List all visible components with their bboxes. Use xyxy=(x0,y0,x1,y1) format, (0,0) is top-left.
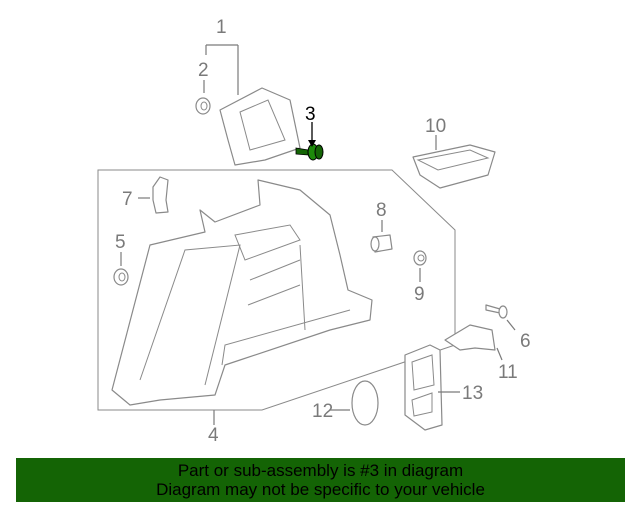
callout-10: 10 xyxy=(425,116,446,137)
leader-lines xyxy=(120,44,516,425)
banner-line-part-number: Part or sub-assembly is #3 in diagram xyxy=(177,461,464,480)
part-12-cover[interactable] xyxy=(351,380,379,426)
part-9-grommet[interactable] xyxy=(413,250,427,266)
callout-13: 13 xyxy=(462,383,483,404)
banner-line-disclaimer: Diagram may not be specific to your vehi… xyxy=(156,480,485,499)
part-1-upper-trim[interactable] xyxy=(219,87,301,166)
callout-4: 4 xyxy=(208,425,219,446)
part-6-screw[interactable] xyxy=(485,304,508,319)
callout-9: 9 xyxy=(414,284,425,305)
part-4-quarter-trim-panel[interactable] xyxy=(111,179,373,406)
part-13-vent[interactable] xyxy=(404,344,443,431)
part-11-bracket[interactable] xyxy=(444,324,496,351)
part-10-storage-tray[interactable] xyxy=(412,144,496,189)
part-5-grommet[interactable] xyxy=(113,268,129,286)
callout-2: 2 xyxy=(198,60,209,81)
callout-7: 7 xyxy=(122,189,133,210)
parts-diagram: 1 2 3 10 7 8 5 9 6 11 13 12 4 xyxy=(97,17,531,446)
callout-11: 11 xyxy=(498,362,518,383)
part-2-grommet[interactable] xyxy=(195,97,211,115)
callout-12: 12 xyxy=(312,401,333,422)
callout-8: 8 xyxy=(376,200,387,221)
part-8-bumper[interactable] xyxy=(370,234,393,253)
part-3-screw-highlighted[interactable] xyxy=(295,143,324,161)
part-7-clip[interactable] xyxy=(152,176,169,214)
info-banner: Part or sub-assembly is #3 in diagram Di… xyxy=(16,458,625,502)
callout-6: 6 xyxy=(520,331,531,352)
callout-5: 5 xyxy=(115,232,126,253)
callout-3[interactable]: 3 xyxy=(305,104,316,125)
callout-1: 1 xyxy=(216,17,227,38)
